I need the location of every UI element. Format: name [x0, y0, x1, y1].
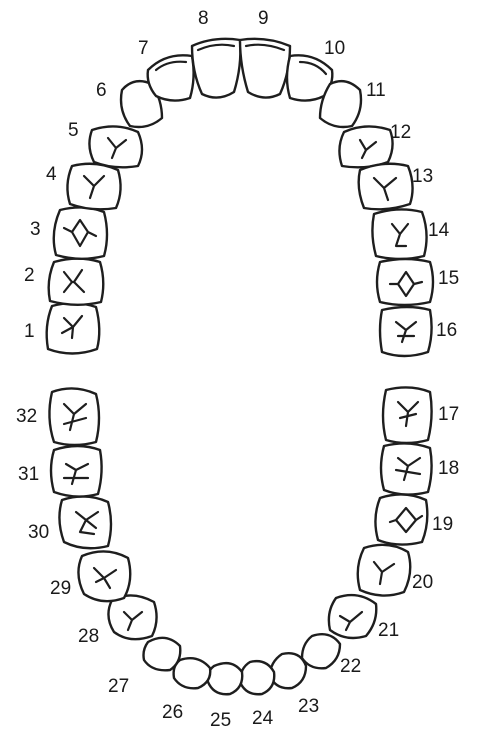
label-16: 16 — [436, 320, 457, 341]
tooth-24 — [240, 661, 274, 694]
label-2: 2 — [24, 265, 35, 286]
tooth-15 — [377, 259, 433, 305]
tooth-31 — [51, 446, 102, 497]
label-17: 17 — [438, 404, 459, 425]
tooth-12 — [339, 126, 392, 167]
tooth-4 — [67, 164, 120, 210]
label-11: 11 — [366, 80, 386, 101]
label-5: 5 — [68, 120, 79, 141]
label-18: 18 — [438, 458, 459, 479]
tooth-19 — [375, 494, 427, 544]
label-30: 30 — [28, 522, 49, 543]
label-12: 12 — [390, 122, 411, 143]
tooth-14 — [372, 209, 426, 259]
tooth-32 — [49, 388, 99, 445]
tooth-3 — [54, 207, 107, 258]
label-10: 10 — [324, 38, 345, 59]
label-15: 15 — [438, 268, 459, 289]
tooth-26 — [174, 658, 211, 688]
lower-arch — [49, 387, 431, 694]
label-19: 19 — [432, 514, 453, 535]
tooth-17 — [383, 387, 432, 443]
label-20: 20 — [412, 572, 433, 593]
label-26: 26 — [162, 702, 183, 723]
label-31: 31 — [18, 464, 39, 485]
tooth-20 — [358, 545, 411, 596]
label-6: 6 — [96, 80, 107, 101]
tooth-23 — [270, 653, 306, 688]
tooth-1 — [47, 303, 100, 353]
tooth-30 — [59, 496, 111, 548]
label-29: 29 — [50, 578, 71, 599]
label-1: 1 — [24, 321, 35, 342]
tooth-9 — [240, 39, 290, 98]
label-21: 21 — [378, 620, 399, 641]
label-27: 27 — [108, 676, 129, 697]
tooth-13 — [359, 164, 413, 210]
label-7: 7 — [138, 38, 149, 59]
tooth-27 — [144, 638, 181, 670]
label-13: 13 — [412, 166, 433, 187]
tooth-number-labels: 1 2 3 4 5 6 7 8 9 10 11 12 13 14 15 16 1… — [16, 8, 459, 731]
tooth-21 — [329, 595, 376, 638]
label-14: 14 — [428, 220, 450, 241]
tooth-28 — [108, 595, 156, 639]
label-25: 25 — [210, 710, 231, 731]
tooth-5 — [89, 126, 142, 167]
tooth-8 — [192, 39, 240, 98]
tooth-7 — [148, 55, 194, 100]
label-22: 22 — [340, 656, 361, 677]
label-24: 24 — [252, 708, 274, 729]
tooth-18 — [381, 443, 432, 494]
tooth-16 — [380, 307, 432, 356]
tooth-2 — [49, 259, 104, 305]
label-9: 9 — [258, 8, 269, 29]
tooth-29 — [78, 551, 130, 601]
tooth-22 — [302, 634, 340, 668]
tooth-25 — [208, 663, 243, 694]
label-3: 3 — [30, 219, 41, 240]
label-28: 28 — [78, 626, 99, 647]
label-4: 4 — [46, 164, 57, 185]
label-32: 32 — [16, 406, 37, 427]
label-8: 8 — [198, 8, 209, 29]
label-23: 23 — [298, 696, 319, 717]
